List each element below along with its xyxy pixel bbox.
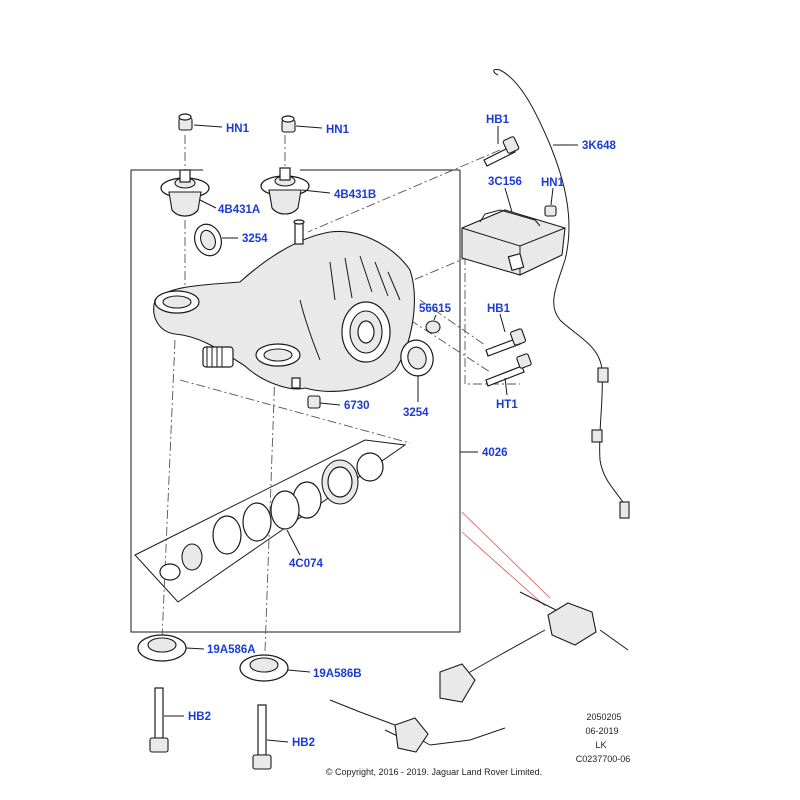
rear-differential-housing <box>153 219 415 392</box>
construction-lines <box>161 135 520 653</box>
bushing-4b431b <box>260 167 310 215</box>
label-3254-bottom: 3254 <box>403 407 429 419</box>
bolt-hb1-right <box>485 328 527 357</box>
label-hb1-right: HB1 <box>487 303 511 315</box>
label-4c074: 4C074 <box>289 558 323 570</box>
stud-ht1 <box>485 353 532 387</box>
nut-hn1-mid <box>281 115 296 133</box>
label-hb2-left: HB2 <box>188 711 211 723</box>
washer-19a586b <box>239 654 289 682</box>
label-19a586a: 19A586A <box>207 644 256 656</box>
label-4b431b: 4B431B <box>334 189 376 201</box>
label-hn1-left: HN1 <box>226 123 250 135</box>
footer-block: 2050205 06-2019 LK C0237700-06 © Copyrig… <box>326 712 630 777</box>
plug-6730 <box>307 395 321 409</box>
footer-ref: C0237700-06 <box>576 754 631 764</box>
label-19a586b: 19A586B <box>313 668 362 680</box>
label-4b431a: 4B431A <box>218 204 260 216</box>
bushing-4b431a <box>160 169 210 217</box>
label-3254-top: 3254 <box>242 233 268 245</box>
footer-copyright: © Copyright, 2016 - 2019. Jaguar Land Ro… <box>326 767 542 777</box>
callout-labels: HN1 HN1 4B431A 4B431B 3254 HB1 3K648 3C1… <box>188 114 616 749</box>
label-hb2-right: HB2 <box>292 737 315 749</box>
plug-56615 <box>425 320 441 334</box>
label-3c156: 3C156 <box>488 176 522 188</box>
footer-initials: LK <box>595 740 606 750</box>
bolt-hb2-right <box>252 704 272 770</box>
seal-3254-bottom <box>400 339 434 377</box>
nut-hn1-right <box>544 205 557 217</box>
seal-kit-4c074 <box>134 439 407 603</box>
label-hn1-mid: HN1 <box>326 124 350 136</box>
bolt-hb1-top <box>483 136 520 167</box>
washer-19a586a <box>137 634 187 662</box>
label-56615: 56615 <box>419 303 452 315</box>
leader-lines <box>164 124 578 743</box>
seal-3254-top <box>194 223 222 257</box>
vehicle-location-inset <box>329 511 629 753</box>
bolt-hb2-left <box>149 687 169 753</box>
module-3c156 <box>461 209 566 276</box>
footer-code: 2050205 <box>586 712 621 722</box>
label-hn1-right: HN1 <box>541 177 565 189</box>
label-6730: 6730 <box>344 400 370 412</box>
label-4026: 4026 <box>482 447 508 459</box>
label-3k648: 3K648 <box>582 140 616 152</box>
harness-3k648 <box>493 69 630 519</box>
label-ht1: HT1 <box>496 399 518 411</box>
footer-date: 06-2019 <box>585 726 618 736</box>
label-hb1-top: HB1 <box>486 114 510 126</box>
nut-hn1-left <box>178 113 193 131</box>
